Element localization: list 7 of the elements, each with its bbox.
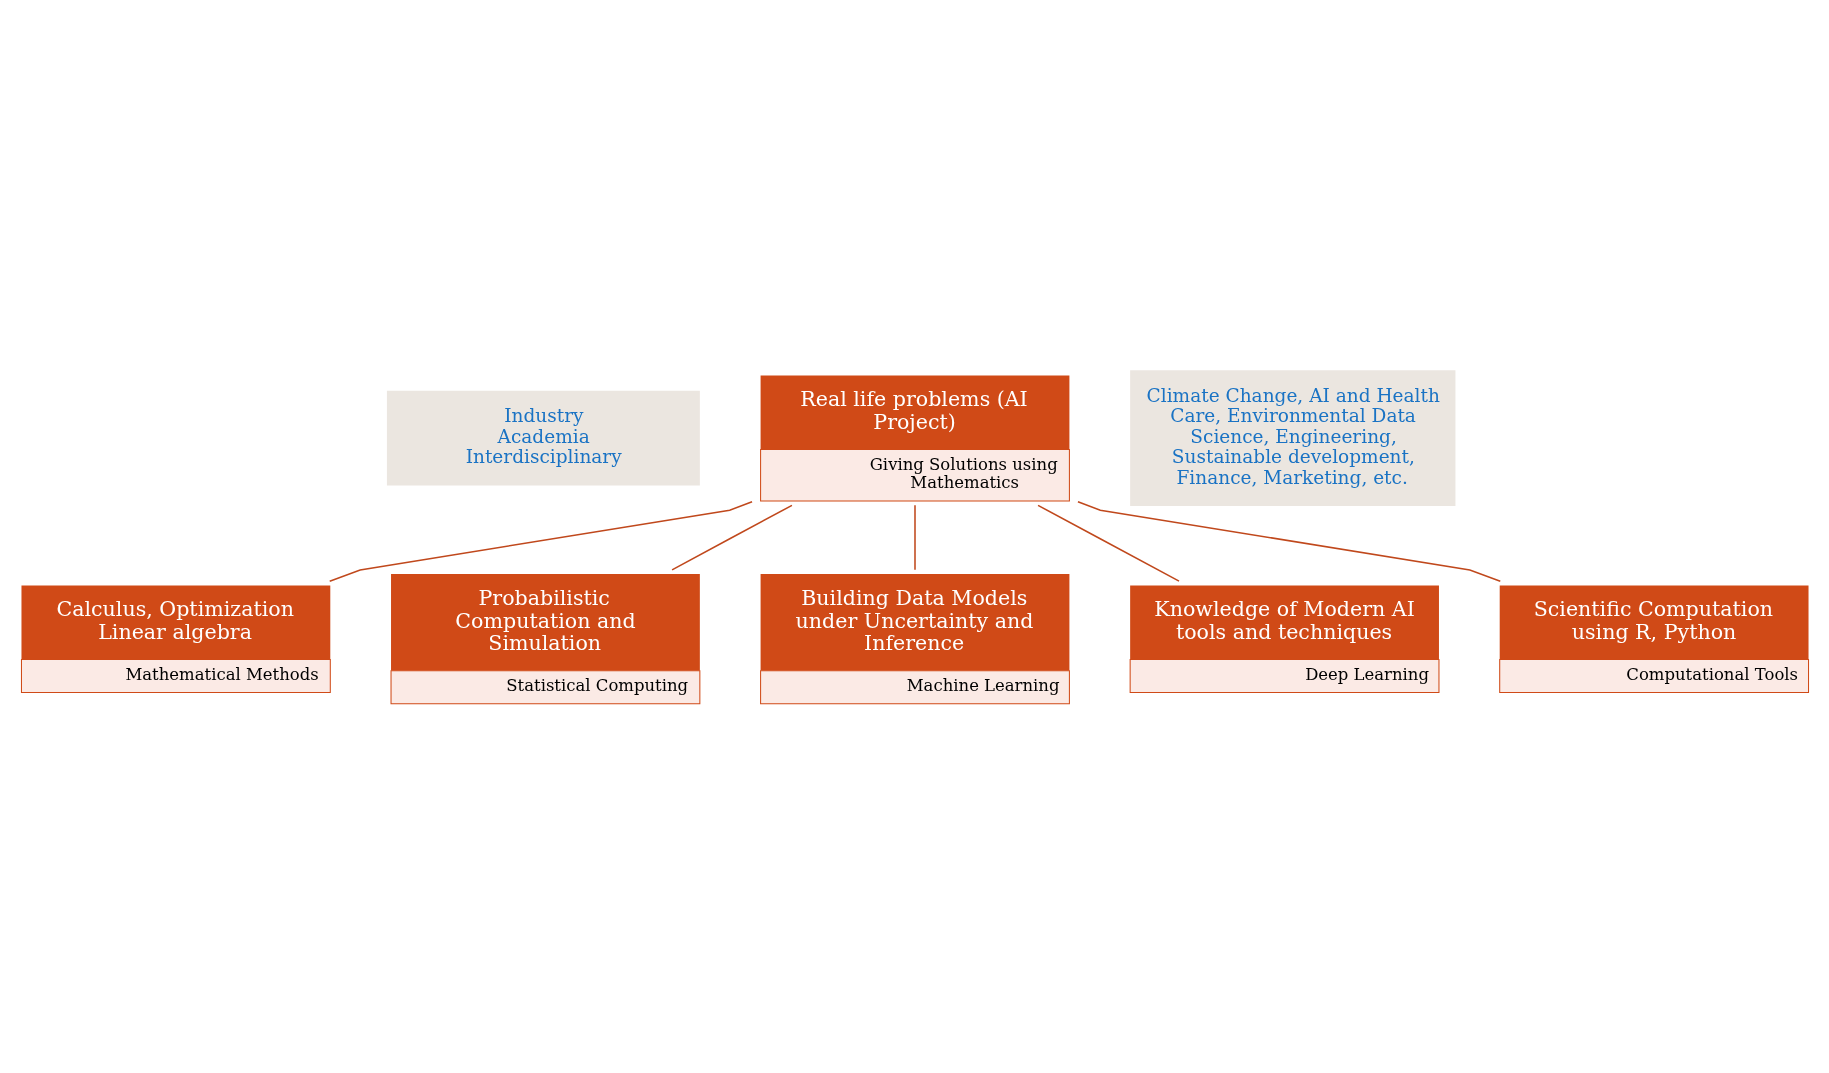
connector bbox=[1076, 500, 1501, 582]
node-box: Climate Change, AI and Health Care, Environmental Data Science, Engineering, Sustainable development, Finance, Marketing, etc. bbox=[1129, 369, 1455, 506]
connector bbox=[670, 504, 793, 571]
connector bbox=[1036, 504, 1180, 582]
node-box: Industry Academia Interdisciplinary bbox=[386, 390, 700, 486]
connector bbox=[328, 500, 753, 582]
connector bbox=[913, 504, 916, 570]
